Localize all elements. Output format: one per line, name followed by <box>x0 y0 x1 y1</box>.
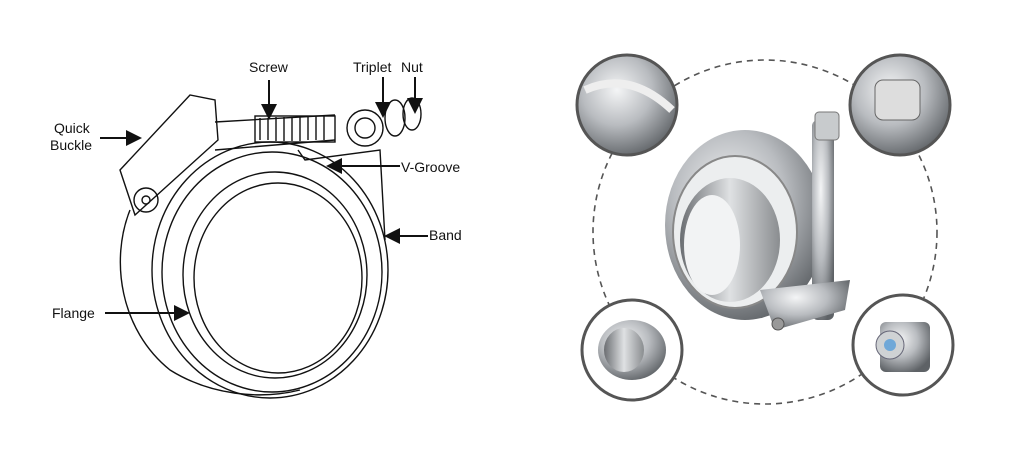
inset-nut-detail <box>851 293 955 397</box>
label-nut: Nut <box>401 59 423 75</box>
clamp-line-drawing <box>119 94 422 399</box>
label-quick: Quick <box>54 120 91 136</box>
clamp-photo <box>665 111 850 331</box>
inset-buckle-detail <box>848 53 952 157</box>
inset-band-detail <box>575 53 679 157</box>
inset-flange-detail <box>580 298 684 402</box>
label-screw: Screw <box>249 59 289 75</box>
label-buckle: Buckle <box>50 137 92 153</box>
label-v-groove: V-Groove <box>401 159 460 175</box>
label-triplet: Triplet <box>353 59 391 75</box>
dashed-circle <box>592 59 938 405</box>
label-flange: Flange <box>52 305 95 321</box>
label-band: Band <box>429 227 462 243</box>
